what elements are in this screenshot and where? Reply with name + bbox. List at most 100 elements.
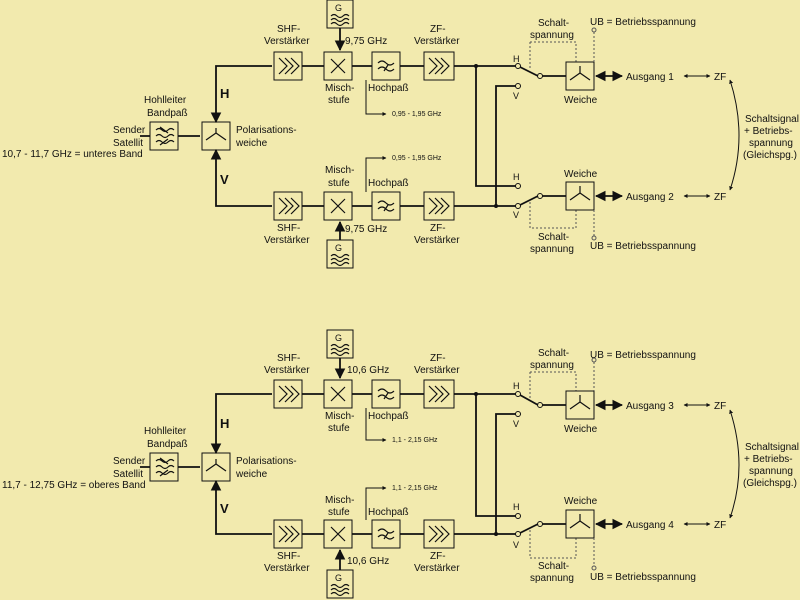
control-label: + Betriebs- <box>744 454 793 465</box>
shf-label-h-2: Verstärker <box>264 365 310 376</box>
switch-voltage-label-2: spannung <box>530 360 574 371</box>
control-label: Schaltsignal <box>745 114 799 125</box>
highpass-label-v: Hochpaß <box>368 178 409 189</box>
if-amp-label-h-2: Verstärker <box>414 36 460 47</box>
shf-amplifier-v <box>273 519 303 549</box>
pol-v-label: V <box>220 501 229 516</box>
if-amp-label-v-2: Verstärker <box>414 235 460 246</box>
control-label: spannung <box>749 466 793 477</box>
highpass-h <box>371 51 401 81</box>
mixer-label-h-2: stufe <box>328 423 350 434</box>
mixer-label-v: Misch- <box>325 495 354 506</box>
polarisation-splitter <box>201 452 231 482</box>
control-label: (Gleichspg.) <box>743 478 797 489</box>
mixer-label-h-2: stufe <box>328 95 350 106</box>
highpass-label-h: Hochpaß <box>368 83 409 94</box>
shf-label-v: SHF- <box>277 551 300 562</box>
switch-voltage-label: Schalt- <box>538 232 569 243</box>
satellit-label: Satellit <box>113 469 143 480</box>
pol-h-label: H <box>220 416 229 431</box>
bandpass-label-2: Bandpaß <box>147 108 188 119</box>
if-amp-label-h-2: Verstärker <box>414 365 460 376</box>
if-amp-label-h: ZF- <box>430 24 446 35</box>
switch-v-label: V <box>513 540 519 550</box>
sender-label: Sender <box>113 456 146 467</box>
output-4-label: Ausgang 4 <box>626 520 674 531</box>
control-label: (Gleichspg.) <box>743 150 797 161</box>
highpass-h <box>371 379 401 409</box>
polarisation-splitter <box>201 121 231 151</box>
shf-amplifier-v <box>273 191 303 221</box>
bandpass-label-2: Bandpaß <box>147 439 188 450</box>
diplexer-label: Weiche <box>564 169 598 180</box>
shf-label-v: SHF- <box>277 223 300 234</box>
bandpass-symbol <box>155 126 175 146</box>
ub-label: UB = Betriebsspannung <box>590 572 696 583</box>
mixer-label-h: Misch- <box>325 83 354 94</box>
shf-label-v-2: Verstärker <box>264 235 310 246</box>
switch-v-label: V <box>513 91 519 101</box>
zf-label: ZF <box>714 520 726 531</box>
ub-label: UB = Betriebsspannung <box>590 17 696 28</box>
switch-voltage-label: Schalt- <box>538 561 569 572</box>
if-range-h: 1,1 - 2,15 GHz <box>392 437 438 444</box>
output-3-label: Ausgang 3 <box>626 401 674 412</box>
generator-label: G <box>335 573 342 583</box>
polarisation-label: Polarisations- <box>236 125 297 136</box>
satellit-label: Satellit <box>113 138 143 149</box>
pol-v-label: V <box>220 172 229 187</box>
ub-label: UB = Betriebsspannung <box>590 241 696 252</box>
lo-freq-v: 9,75 GHz <box>345 224 387 235</box>
if-range-v: 1,1 - 2,15 GHz <box>392 485 438 492</box>
switch-v-label: V <box>513 419 519 429</box>
polarisation-label-2: weiche <box>235 469 268 480</box>
generator-label: G <box>335 333 342 343</box>
zf-label: ZF <box>714 401 726 412</box>
if-range-v: 0,95 - 1,95 GHz <box>392 155 442 162</box>
mixer-label-h: Misch- <box>325 411 354 422</box>
branch-h <box>210 65 272 124</box>
output-2-label: Ausgang 2 <box>626 192 674 203</box>
highpass-v <box>371 519 401 549</box>
generator-label: G <box>335 3 342 13</box>
mixer-label-v: Misch- <box>325 165 354 176</box>
mixer-label-v-2: stufe <box>328 178 350 189</box>
highpass-label-h: Hochpaß <box>368 411 409 422</box>
control-label: Schaltsignal <box>745 442 799 453</box>
if-amp-label-v: ZF- <box>430 223 446 234</box>
mixer-label-v-2: stufe <box>328 507 350 518</box>
output-1-label: Ausgang 1 <box>626 72 674 83</box>
switch-h-label: H <box>513 172 520 182</box>
control-label: + Betriebs- <box>744 126 793 137</box>
control-label: spannung <box>749 138 793 149</box>
switch-voltage-label: Schalt- <box>538 18 569 29</box>
diplexer-label: Weiche <box>564 496 598 507</box>
shf-label-h: SHF- <box>277 24 300 35</box>
pol-h-label: H <box>220 86 229 101</box>
ub-label: UB = Betriebsspannung <box>590 350 696 361</box>
polarisation-label-2: weiche <box>235 138 268 149</box>
shf-amplifier-h <box>273 379 303 409</box>
zf-label: ZF <box>714 192 726 203</box>
switch-h-label: H <box>513 381 520 391</box>
if-amp-label-v-2: Verstärker <box>414 563 460 574</box>
switch-voltage-label-2: spannung <box>530 30 574 41</box>
bandpass-label: Hohlleiter <box>144 95 187 106</box>
band-label: 10,7 - 11,7 GHz = unteres Band <box>2 149 143 160</box>
shf-label-h: SHF- <box>277 353 300 364</box>
switch-voltage-label-2: spannung <box>530 244 574 255</box>
amp-symbol <box>278 57 300 75</box>
section-upper-band: 11,7 - 12,75 GHz = oberes Band Sender Sa… <box>2 329 799 599</box>
polarisation-label: Polarisations- <box>236 456 297 467</box>
splitter-icon <box>205 128 227 141</box>
if-range-h: 0,95 - 1,95 GHz <box>392 111 442 118</box>
highpass-v <box>371 191 401 221</box>
diplexer-label: Weiche <box>564 95 598 106</box>
sender-label: Sender <box>113 125 146 136</box>
if-amp-label-v: ZF- <box>430 551 446 562</box>
diplexer-label: Weiche <box>564 424 598 435</box>
lo-freq-h: 9,75 GHz <box>345 36 387 47</box>
section-lower-band: 10,7 - 11,7 GHz = unteres Band Sender Sa… <box>2 0 799 269</box>
zf-label: ZF <box>714 72 726 83</box>
